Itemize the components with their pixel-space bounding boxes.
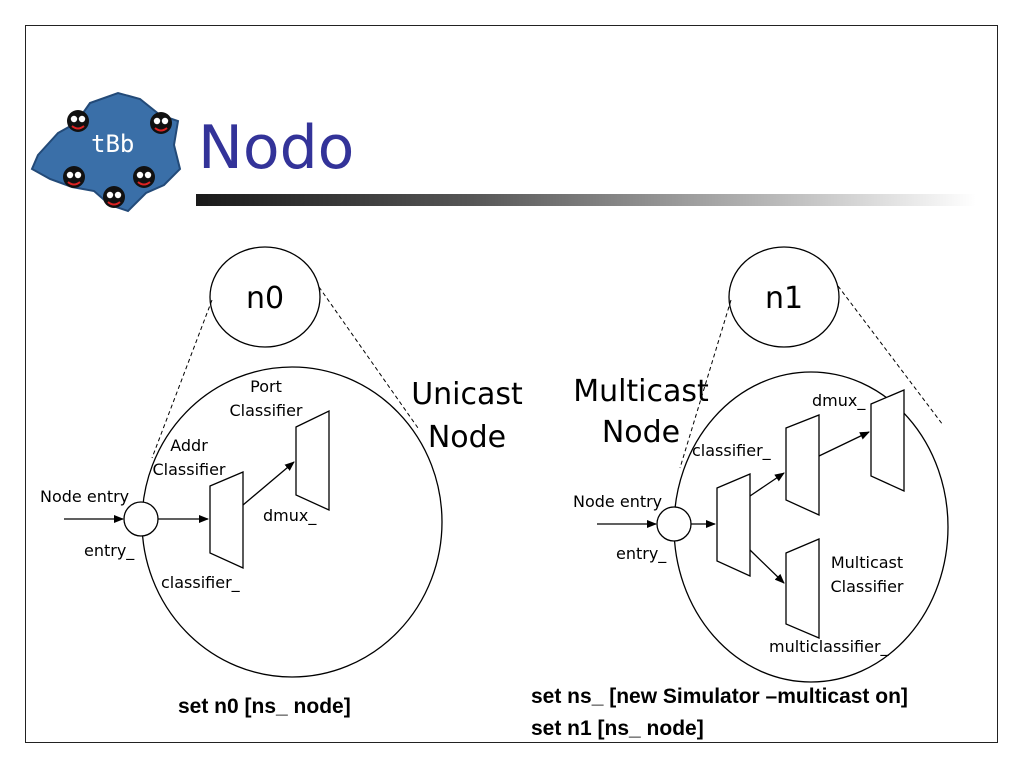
n0-zoom-line-left: [151, 299, 213, 459]
logo-face-bottom: [103, 186, 125, 208]
multiclassifier-shape: [785, 538, 820, 639]
multicast-heading-line2: Node: [602, 415, 680, 450]
addr-to-dmux-arrow: [818, 431, 870, 457]
unicast-heading-line2: Node: [428, 420, 506, 455]
unicast-dmux-label: dmux_: [263, 506, 317, 526]
unicast-node-entry-label: Node entry: [40, 487, 129, 506]
title-underline-bar: [196, 194, 976, 206]
multicast-command-line1: set ns_ [new Simulator –multicast on]: [531, 685, 908, 708]
page-title: Nodo: [198, 113, 355, 183]
multicast-command-line2: set n1 [ns_ node]: [531, 717, 704, 740]
n1-node-circle: [728, 246, 840, 348]
logo-text: tBb: [91, 130, 134, 158]
multicast-dmux-label: dmux_: [812, 391, 866, 411]
multicast-switch-classifier-shape: [716, 473, 751, 578]
addr-classifier-label-line1: Addr: [170, 436, 208, 455]
switch-to-multiclassifier-arrow: [749, 549, 785, 584]
unicast-heading-line1: Unicast: [411, 377, 523, 412]
port-classifier-shape: [295, 409, 330, 512]
slide-frame: [25, 25, 998, 743]
unicast-classifier-label: classifier_: [161, 573, 241, 593]
unicast-entry-label: entry_: [84, 541, 135, 561]
multiclassifier-label: multiclassifier_: [769, 637, 890, 657]
logo-face-top-left: [67, 110, 89, 132]
port-classifier-label-line1: Port: [250, 377, 282, 396]
addr-to-port-classifier-arrow: [242, 461, 295, 506]
n0-node-circle: [209, 246, 321, 348]
multicast-classifier-label: classifier_: [692, 441, 772, 461]
n1-node-label: n1: [765, 281, 803, 316]
addr-classifier-label-line2: Classifier: [152, 460, 225, 479]
logo-face-top-right: [150, 112, 172, 134]
mc-classifier-label-line2: Classifier: [830, 577, 903, 596]
multicast-entry-point: [656, 506, 692, 542]
unicast-node-diagram: n0 Unicast Node Port Classifier Addr Cla…: [40, 246, 523, 678]
multicast-node-diagram: n1 Multicast Node dmux_ classifier_ Node…: [573, 246, 949, 683]
port-classifier-label-line2: Classifier: [229, 401, 302, 420]
logo-face-bottom-left: [63, 166, 85, 188]
switch-to-addr-classifier-arrow: [749, 472, 785, 497]
multicast-dmux-shape: [870, 389, 905, 493]
unicast-command: set n0 [ns_ node]: [178, 695, 351, 718]
addr-classifier-shape: [209, 471, 244, 570]
logo-face-bottom-right: [133, 166, 155, 188]
multicast-heading-line1: Multicast: [573, 374, 709, 409]
n0-zoom-line-right: [318, 286, 419, 429]
unicast-entry-point: [123, 501, 159, 537]
n0-node-label: n0: [246, 281, 284, 316]
tbb-logo: tBb: [30, 91, 182, 213]
mc-classifier-label-line1: Multicast: [831, 553, 903, 572]
multicast-addr-classifier-shape: [785, 414, 820, 517]
multicast-node-entry-label: Node entry: [573, 492, 662, 511]
multicast-entry-label: entry_: [616, 544, 667, 564]
n1-zoom-line-right: [837, 285, 944, 426]
n1-zoom-line-left: [679, 299, 732, 469]
